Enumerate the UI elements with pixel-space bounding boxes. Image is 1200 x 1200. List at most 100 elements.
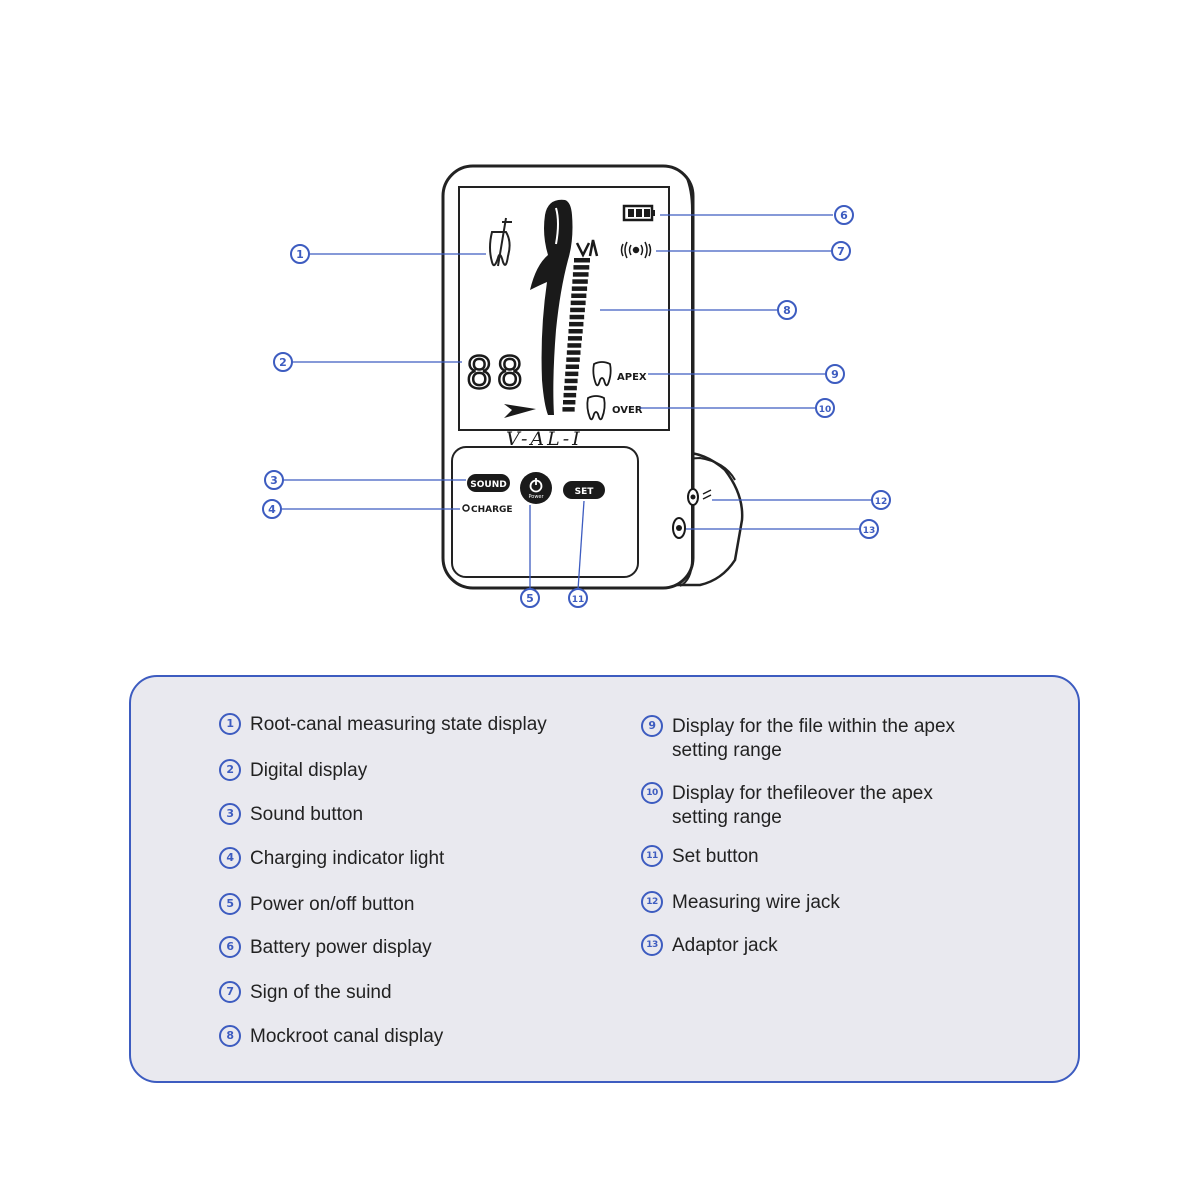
legend-text: Sign of the suind xyxy=(250,982,392,1003)
legend-number-badge: 1 xyxy=(219,713,241,735)
callout-badge-8 xyxy=(777,300,797,320)
legend-text: Power on/off button xyxy=(250,894,415,915)
canal-bar-segment xyxy=(566,350,581,355)
lcd-apex-label: APEX xyxy=(617,372,647,383)
canal-bar-segment xyxy=(574,258,590,263)
legend-item-8: 8 Mockroot canal display xyxy=(219,1025,443,1049)
legend-text: Display for thefileover the apex setting… xyxy=(672,783,933,828)
legend-number-badge: 2 xyxy=(219,759,241,781)
charge-indicator: CHARGE xyxy=(462,504,513,515)
device-diagram: 88 APEX OVER V-AL-I SOUND CHARGE Power S… xyxy=(262,164,891,608)
legend-text: Charging indicator light xyxy=(250,848,445,869)
adaptor-jack xyxy=(672,517,686,539)
power-button[interactable]: Power xyxy=(520,472,552,504)
canal-bar-segment xyxy=(563,392,577,398)
canal-bar-segment xyxy=(566,357,580,362)
callout-badge-5 xyxy=(520,588,540,608)
sound-button[interactable]: SOUND xyxy=(467,474,510,492)
measuring-wire-jack xyxy=(687,488,712,506)
legend-item-7: 7 Sign of the suind xyxy=(219,981,392,1005)
apex-tooth-icon xyxy=(592,361,612,387)
callout-number-6: 6 xyxy=(840,209,848,222)
legend-item-10: 10 Display for thefileover the apex setti… xyxy=(641,782,933,830)
over-tooth-icon xyxy=(586,395,606,421)
callout-badge-10 xyxy=(815,398,835,418)
set-button-label: SET xyxy=(575,487,595,497)
canal-bar-segment xyxy=(572,279,588,284)
charge-label: CHARGE xyxy=(471,505,513,515)
legend-number-badge: 13 xyxy=(641,934,663,956)
callout-number-9: 9 xyxy=(831,368,839,381)
canal-bar-segment xyxy=(570,300,586,306)
sound-signal-icon xyxy=(620,241,652,259)
legend-text: Display for the file within the apex set… xyxy=(672,716,956,761)
canal-bar-segment xyxy=(571,286,588,291)
brand-logo: V-AL-I xyxy=(506,428,583,450)
legend-text: Digital display xyxy=(250,760,368,781)
callout-badge-9 xyxy=(825,364,845,384)
legend-text: Mockroot canal display xyxy=(250,1026,444,1047)
set-button[interactable]: SET xyxy=(563,481,605,499)
legend-text: Set button xyxy=(672,846,759,867)
legend-item-6: 6 Battery power display xyxy=(219,936,432,960)
legend-number-badge: 11 xyxy=(641,845,663,867)
callout-badge-7 xyxy=(831,241,851,261)
callout-number-1: 1 xyxy=(296,248,304,261)
callout-badge-11 xyxy=(568,588,588,608)
legend-number-badge: 10 xyxy=(641,782,663,804)
callout-badge-6 xyxy=(834,205,854,225)
device-side-edge xyxy=(679,175,693,587)
legend-text: Sound button xyxy=(250,804,364,825)
lcd-digits: 88 xyxy=(466,348,527,399)
legend-number-badge: 3 xyxy=(219,803,241,825)
sound-button-label: SOUND xyxy=(470,480,506,490)
legend-item-4: 4 Charging indicator light xyxy=(219,847,444,871)
callout-number-12: 12 xyxy=(875,497,888,507)
canal-bar-segment xyxy=(564,378,578,384)
device-base-top xyxy=(663,456,736,481)
callout-badge-13 xyxy=(859,519,879,539)
power-sub-label: Power xyxy=(528,494,544,500)
canal-bar-segment xyxy=(563,400,576,405)
legend-item-12: 12 Measuring wire jack xyxy=(641,891,840,915)
legend-number-badge: 4 xyxy=(219,847,241,869)
callout-badge-12 xyxy=(871,490,891,510)
legend-number-badge: 8 xyxy=(219,1025,241,1047)
callout-number-5: 5 xyxy=(526,592,534,605)
callout-badge-2 xyxy=(273,352,293,372)
canal-bar-segment xyxy=(567,336,582,341)
callout-badge-4 xyxy=(262,499,282,519)
legend-item-2: 2 Digital display xyxy=(219,759,367,783)
canal-bar-segment xyxy=(569,321,584,327)
canal-bar-segment xyxy=(565,364,580,369)
lcd-over-label: OVER xyxy=(612,405,643,416)
canal-bar-segment xyxy=(573,265,590,270)
legend-number-badge: 7 xyxy=(219,981,241,1003)
canal-bar-segment xyxy=(564,385,577,391)
legend-number-badge: 12 xyxy=(641,891,663,913)
callout-leaders xyxy=(282,214,872,591)
canal-bar-segment xyxy=(572,272,589,277)
callout-number-11: 11 xyxy=(572,595,585,605)
canal-bar-segment xyxy=(569,314,585,320)
legend-item-5: 5 Power on/off button xyxy=(219,893,414,917)
callout-number-4: 4 xyxy=(268,503,276,516)
legend-number-badge: 6 xyxy=(219,936,241,958)
legend-number-badge: 5 xyxy=(219,893,241,915)
callout-number-10: 10 xyxy=(819,405,832,415)
canal-bar-segment xyxy=(568,329,583,334)
legend-text: Measuring wire jack xyxy=(672,892,840,913)
canal-bar-segment xyxy=(562,407,575,412)
mock-root-canal-display xyxy=(504,199,599,418)
root-canal-state-icon xyxy=(489,217,512,267)
legend-text: Battery power display xyxy=(250,937,432,958)
canal-bar-segment xyxy=(565,371,579,377)
callout-number-8: 8 xyxy=(783,304,791,317)
canal-bar-segment xyxy=(567,343,582,348)
legend-item-11: 11 Set button xyxy=(641,845,759,869)
callout-badge-3 xyxy=(264,470,284,490)
